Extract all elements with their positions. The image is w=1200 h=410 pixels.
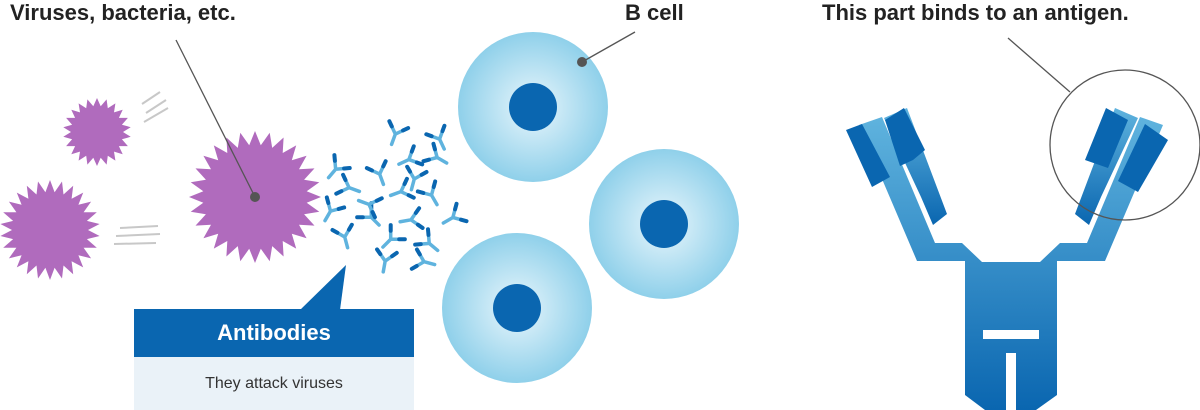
leader-dot-virus — [250, 192, 260, 202]
antibody-heavy-chain — [859, 117, 1163, 410]
antigen-binding-tip-right-inner — [1085, 108, 1128, 168]
virus-small-top — [63, 98, 131, 166]
antibody-small — [356, 196, 384, 220]
antibody-small — [381, 223, 407, 249]
antibody-small — [375, 247, 399, 274]
antibody-small — [330, 222, 354, 250]
antibody-small — [364, 159, 388, 187]
leader-dot-b-cell — [577, 57, 587, 67]
label-antigen-binding: This part binds to an antigen. — [822, 0, 1129, 25]
antibody-small — [405, 164, 429, 192]
b-cell-right — [589, 149, 739, 299]
b-cell-nucleus — [509, 83, 557, 131]
antibody-small — [326, 153, 352, 180]
antibody-small — [421, 141, 449, 165]
virus-small-left — [0, 180, 100, 280]
callout-pointer — [300, 265, 346, 310]
label-b-cell: B cell — [625, 0, 684, 25]
label-viruses: Viruses, bacteria, etc. — [10, 0, 236, 25]
antibody-small — [441, 201, 469, 225]
antibody-small — [323, 195, 347, 223]
antibody-small — [387, 119, 411, 147]
motion-lines — [113, 91, 169, 245]
antibody-small — [413, 227, 440, 253]
antigen-binding-tip-left-outer — [846, 124, 890, 187]
antibody-small — [409, 247, 437, 271]
callout-description: They attack viruses — [134, 357, 414, 410]
leader-line-viruses — [175, 39, 256, 198]
antigen-binding-highlight — [1049, 69, 1200, 221]
leader-line-antigen — [1007, 37, 1071, 93]
antibody-small — [397, 144, 425, 167]
callout-title: Antibodies — [134, 309, 414, 357]
b-cell-top — [458, 32, 608, 182]
antibody-small — [398, 206, 425, 230]
antibody-small — [415, 179, 439, 207]
antibody-cluster — [323, 119, 469, 274]
antibody-small — [334, 172, 362, 196]
leader-lines — [175, 31, 1200, 221]
large-antibody — [846, 108, 1168, 410]
b-cell-nucleus — [640, 200, 688, 248]
leader-line-b-cell — [581, 31, 636, 63]
antibody-hinge-gap — [983, 330, 1039, 339]
b-cell-nucleus — [493, 284, 541, 332]
antibodies-callout: Antibodies They attack viruses — [134, 309, 414, 410]
antigen-binding-tip-left-inner — [885, 108, 925, 166]
antigen-binding-tip-right-outer — [1118, 124, 1168, 192]
antibody-small — [388, 176, 416, 200]
b-cell-bottom — [442, 233, 592, 383]
antibody-small — [424, 123, 447, 151]
